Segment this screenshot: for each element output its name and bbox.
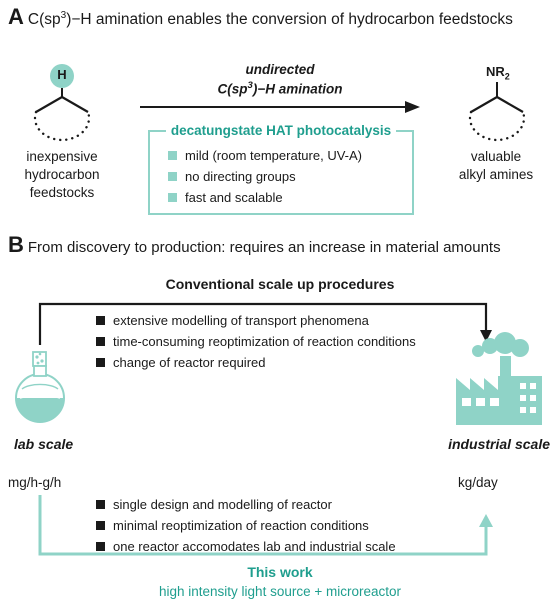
list-item-text: single design and modelling of reactor: [113, 497, 332, 512]
section-a-title-suffix: )−H amination enables the conversion of …: [66, 11, 513, 28]
list-item-text: mild (room temperature, UV-A): [185, 148, 362, 163]
amine-group-text: NR: [486, 64, 505, 79]
this-work-arrow-icon: [38, 495, 493, 556]
lab-scale-rate: mg/h-g/h: [8, 475, 62, 490]
bullet-square-icon: [96, 542, 105, 551]
list-item: no directing groups: [168, 166, 362, 187]
lab-scale-label: lab scale: [14, 436, 74, 452]
section-a-title-sup: 3: [60, 9, 67, 21]
list-item-text: time-consuming reoptimization of reactio…: [113, 334, 416, 349]
amine-group-label: NR2: [486, 64, 510, 82]
list-item-text: fast and scalable: [185, 190, 283, 205]
bullet-square-icon: [96, 500, 105, 509]
bullet-square-icon: [96, 358, 105, 367]
list-item-text: no directing groups: [185, 169, 296, 184]
list-item: minimal reoptimization of reaction condi…: [96, 515, 396, 536]
arrow-label-suffix: )−H amination: [252, 81, 343, 97]
bullet-square-icon: [168, 151, 177, 160]
list-item: fast and scalable: [168, 187, 362, 208]
feedstock-caption-line: hydrocarbon: [24, 167, 100, 182]
industrial-scale-label: industrial scale: [448, 436, 550, 452]
arrow-label-bottom: C(sp3)−H amination: [180, 80, 380, 97]
list-item: change of reactor required: [96, 352, 416, 373]
section-b-title: From discovery to production: requires a…: [27, 239, 501, 256]
section-b-heading: B From discovery to production: requires…: [8, 232, 501, 258]
conventional-heading: Conventional scale up procedures: [165, 276, 395, 292]
bullet-square-icon: [168, 193, 177, 202]
list-item-text: one reactor accomodates lab and industri…: [113, 539, 396, 554]
hydrocarbon-ring-icon: [33, 64, 91, 142]
industrial-scale-rate: kg/day: [458, 475, 498, 490]
photocatalysis-list: mild (room temperature, UV-A) no directi…: [168, 145, 362, 208]
flask-icon: [15, 351, 65, 423]
list-item: mild (room temperature, UV-A): [168, 145, 362, 166]
arrow-label-prefix: C(sp: [217, 81, 248, 97]
section-a-title-prefix: C(sp: [27, 11, 61, 28]
hydrogen-atom-label: H: [57, 67, 67, 82]
this-work-subheading: high intensity light source + microreact…: [159, 584, 401, 599]
amine-caption: valuable alkyl amines: [440, 148, 552, 184]
section-a-letter: A: [8, 4, 24, 29]
factory-icon: [456, 332, 542, 425]
arrow-label-sup: 3: [247, 80, 253, 91]
list-item: time-consuming reoptimization of reactio…: [96, 331, 416, 352]
list-item-text: change of reactor required: [113, 355, 266, 370]
section-a-heading: A C(sp3)−H amination enables the convers…: [8, 4, 513, 30]
alkyl-amine-ring-icon: [468, 82, 526, 142]
list-item: one reactor accomodates lab and industri…: [96, 536, 396, 557]
section-a-title: C(sp3)−H amination enables the conversio…: [28, 10, 513, 29]
photocatalysis-box-title: decatungstate HAT photocatalysis: [170, 123, 392, 138]
this-work-heading: This work: [247, 564, 313, 580]
this-work-list: single design and modelling of reactor m…: [96, 494, 396, 557]
arrow-label-top: undirected: [245, 62, 315, 77]
conventional-list: extensive modelling of transport phenome…: [96, 310, 416, 373]
list-item: single design and modelling of reactor: [96, 494, 396, 515]
list-item-text: extensive modelling of transport phenome…: [113, 313, 369, 328]
section-b-letter: B: [8, 232, 24, 257]
list-item: extensive modelling of transport phenome…: [96, 310, 416, 331]
feedstock-caption-line: feedstocks: [29, 185, 95, 200]
bullet-square-icon: [96, 521, 105, 530]
amine-caption-line: alkyl amines: [458, 167, 534, 182]
bullet-square-icon: [96, 337, 105, 346]
amination-arrow-icon: [140, 101, 420, 113]
feedstock-caption: inexpensive hydrocarbon feedstocks: [6, 148, 118, 202]
conventional-scaleup-arrow-icon: [38, 302, 492, 345]
list-item-text: minimal reoptimization of reaction condi…: [113, 518, 369, 533]
amine-caption-line: valuable: [470, 149, 522, 164]
bullet-square-icon: [96, 316, 105, 325]
bullet-square-icon: [168, 172, 177, 181]
feedstock-caption-line: inexpensive: [26, 149, 98, 164]
amine-group-sub: 2: [504, 71, 510, 82]
